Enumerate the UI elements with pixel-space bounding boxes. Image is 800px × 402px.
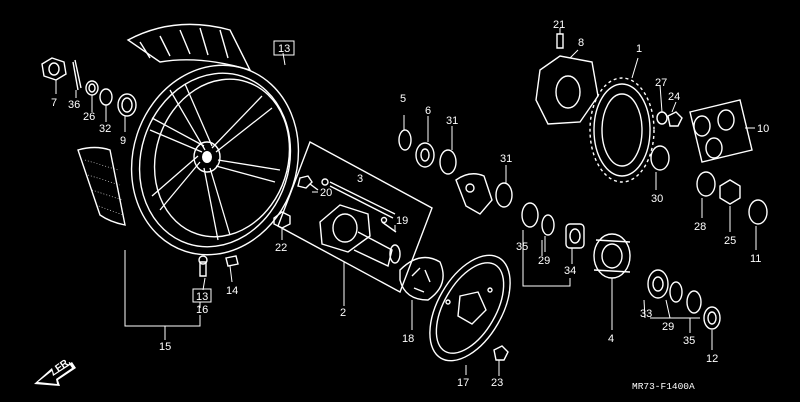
callout-8: 8 [578, 37, 584, 49]
callout-14: 14 [226, 285, 238, 297]
callout-19: 19 [396, 215, 408, 227]
circlip-29b [669, 281, 683, 303]
nut-23 [493, 345, 509, 361]
dust-seal-31b [495, 182, 513, 208]
callout-2: 2 [340, 307, 346, 319]
collar [85, 80, 99, 96]
callout-29b: 29 [662, 321, 674, 333]
dust-seal-31a [439, 149, 457, 175]
bolt-21 [556, 33, 564, 49]
bolt-19 [380, 216, 397, 233]
callout-36: 36 [68, 99, 80, 111]
callout-35b: 35 [683, 335, 695, 347]
damper-rubber-18 [399, 256, 444, 301]
bearing-34 [565, 223, 585, 249]
callout-30: 30 [651, 193, 663, 205]
callout-31b: 31 [500, 153, 512, 165]
callout-34: 34 [564, 265, 576, 277]
diagram-reference-code: MR73-F1400A [632, 381, 695, 392]
callout-33: 33 [640, 308, 652, 320]
callout-4: 4 [608, 333, 614, 345]
nut-25 [719, 179, 741, 205]
washer-32 [99, 88, 113, 106]
rear-tire [77, 23, 252, 226]
final-driven-flange-4 [593, 233, 631, 279]
callout-28: 28 [694, 221, 706, 233]
callout-24: 24 [668, 91, 680, 103]
seal-35b [686, 290, 702, 314]
axle-group-box [277, 141, 433, 293]
callout-29a: 29 [538, 255, 550, 267]
callout-9: 9 [120, 135, 126, 147]
caliper-bracket [455, 173, 493, 215]
callout-3: 3 [357, 173, 363, 185]
callout-6: 6 [425, 105, 431, 117]
circlip-29a [541, 214, 555, 236]
callout-22: 22 [275, 242, 287, 254]
callout-13a-box [273, 40, 295, 56]
axle-nut [41, 57, 67, 81]
callout-32: 32 [99, 123, 111, 135]
sprocket-hub-8 [535, 55, 599, 125]
seal-35a [521, 202, 539, 228]
flange-hub [319, 204, 401, 267]
callout-15: 15 [159, 341, 171, 353]
damper-set-10-box [689, 99, 753, 163]
bearing-6 [415, 142, 435, 168]
callout-labels: 7 36 26 32 9 13 13 16 14 15 22 3 20 19 2… [51, 19, 769, 389]
callout-27: 27 [655, 77, 667, 89]
valve-stem [198, 255, 208, 277]
sprocket-nut-27 [656, 111, 668, 125]
callout-21: 21 [553, 19, 565, 31]
callout-25: 25 [724, 235, 736, 247]
valve-22 [273, 211, 291, 229]
callout-20: 20 [320, 187, 332, 199]
callout-13b-box [192, 288, 212, 303]
driven-sprocket-1 [589, 77, 655, 183]
leader-lines [55, 28, 757, 376]
callout-10: 10 [757, 123, 769, 135]
washer-28 [696, 171, 716, 197]
washer-30 [650, 145, 670, 171]
callout-13a: 13 [278, 43, 290, 55]
callout-13b: 13 [196, 291, 208, 303]
callout-1: 1 [636, 43, 642, 55]
callout-35a: 35 [516, 241, 528, 253]
callout-11: 11 [750, 253, 761, 265]
balance-weight-14 [225, 255, 239, 267]
callout-18: 18 [402, 333, 414, 345]
circlip-5 [398, 129, 412, 151]
callout-17: 17 [457, 377, 469, 389]
callout-31a: 31 [446, 115, 458, 127]
callout-5: 5 [400, 93, 406, 105]
bearing-33 [647, 269, 669, 299]
callout-26: 26 [83, 111, 95, 123]
stud-24 [667, 111, 683, 127]
callout-12: 12 [706, 353, 718, 365]
washer-11 [748, 199, 768, 225]
front-direction-arrow: FR. [34, 356, 76, 386]
brake-disc-17 [429, 254, 511, 362]
collar-12 [703, 306, 721, 330]
callout-7: 7 [51, 97, 57, 109]
callout-16: 16 [196, 304, 208, 316]
callout-23: 23 [491, 377, 503, 389]
cotter-pin [72, 59, 82, 91]
dust-seal-9 [117, 93, 137, 117]
bolt-20 [297, 175, 319, 191]
rear-wheel-rim [130, 64, 300, 256]
rear-axle [321, 178, 396, 219]
